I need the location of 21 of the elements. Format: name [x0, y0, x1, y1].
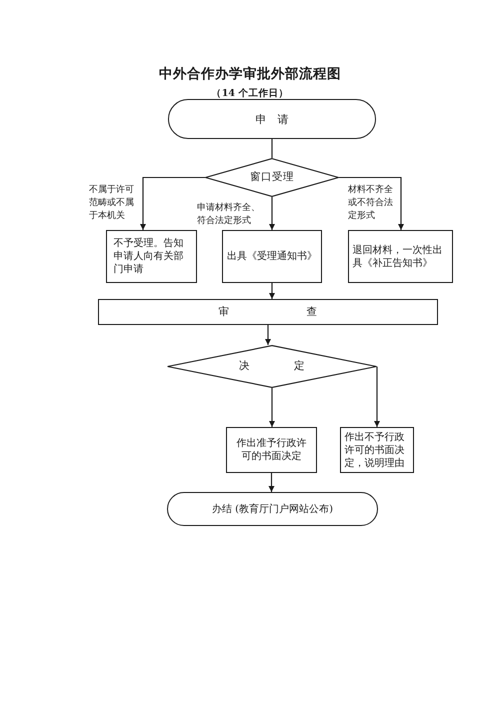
process-box: 作出准予行政许可的书面决定: [226, 427, 317, 473]
arrow: [269, 283, 275, 299]
arrow: [265, 325, 271, 345]
arrow: [269, 197, 275, 230]
arrow: [269, 388, 275, 427]
decision-diamond: 决 定: [167, 345, 377, 388]
subtitle: （14 个工作日）: [212, 87, 288, 100]
process-box: 作出不予行政许可的书面决定，说明理由: [340, 427, 414, 473]
process-box: 退回材料，一次性出具《补正告知书》: [348, 230, 453, 283]
arrow: [268, 473, 274, 492]
arrow: [140, 176, 205, 230]
terminal-shape: 申 请: [168, 99, 376, 139]
connector-line: [271, 139, 273, 158]
terminal-shape: 办结 (教育厅门户网站公布): [167, 492, 378, 526]
process-box: 不予受理。告知申请人向有关部门申请: [106, 230, 197, 283]
title: 中外合作办学审批外部流程图: [159, 66, 341, 83]
process-box: 审 查: [98, 299, 438, 325]
arrow: [339, 176, 404, 230]
arrow: [374, 366, 380, 427]
process-box: 出具《受理通知书》: [222, 230, 322, 283]
decision-diamond: 窗口受理: [205, 158, 339, 197]
